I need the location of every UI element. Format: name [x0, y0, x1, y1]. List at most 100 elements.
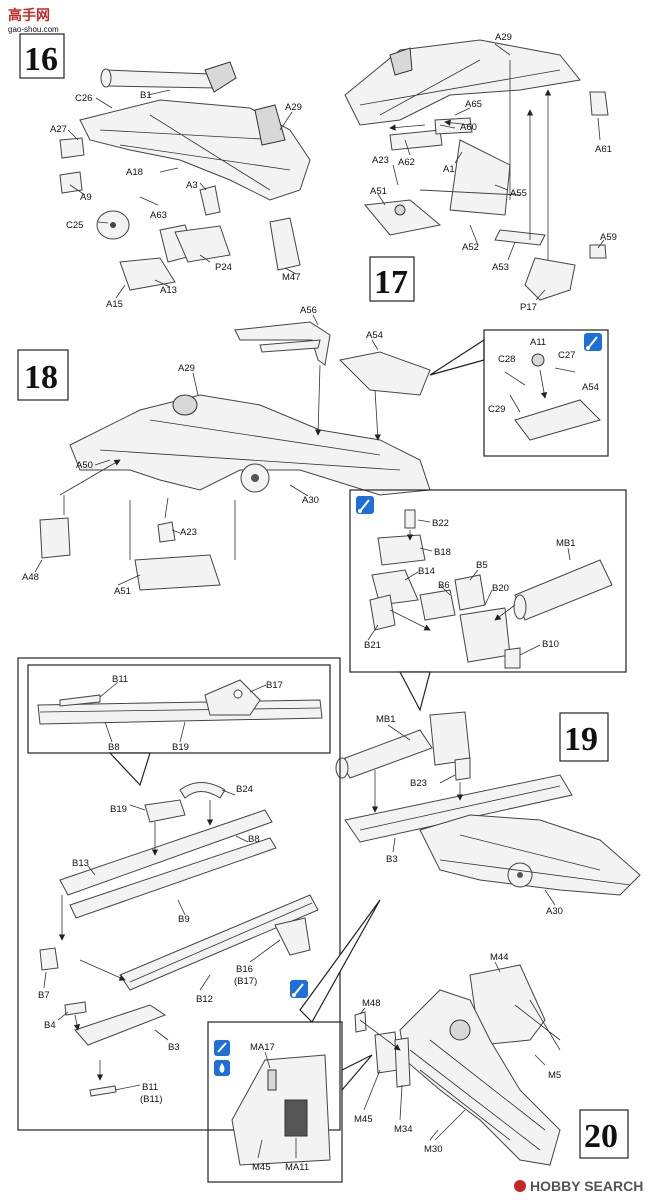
label-b3: B3 — [168, 1042, 180, 1053]
label-b17-alt: (B17) — [234, 976, 257, 987]
label-b8: B8 — [248, 834, 260, 845]
label-a30: A30 — [546, 906, 563, 917]
step-19-inset: B22 B18 B14 B5 MB1 B6 B20 B21 B10 — [349, 489, 627, 673]
label-a51: A51 — [370, 186, 387, 197]
inset-label-b19: B19 — [172, 742, 189, 753]
step-18-illustration: A56 A54 A29 A50 A23 A30 A48 A51 — [22, 305, 431, 597]
step-box-16: 16 — [19, 33, 65, 79]
paint-brush-icon — [290, 980, 308, 998]
step-20-inset: MA17 M45 MA11 — [207, 1021, 373, 1183]
inset-label-b18: B18 — [434, 547, 451, 558]
inset-label-b5: B5 — [476, 560, 488, 571]
label-a15: A15 — [106, 299, 123, 310]
label-a1: A1 — [443, 164, 455, 175]
label-a55: A55 — [510, 188, 527, 199]
label-a9: A9 — [80, 192, 92, 203]
paint-brush-icon — [356, 496, 374, 514]
inset-label-b11: B11 — [112, 674, 128, 685]
paint-brush-icon — [584, 333, 602, 351]
step-number: 18 — [24, 359, 58, 396]
label-a29: A29 — [285, 102, 302, 113]
label-m30: M30 — [424, 1144, 442, 1155]
step-number: 16 — [24, 41, 58, 78]
step-20-pointer — [299, 899, 381, 1023]
step-number: 19 — [564, 721, 598, 758]
inset-label-b10: B10 — [542, 639, 559, 650]
paint-drop-icon — [214, 1060, 230, 1076]
label-b3: B3 — [386, 854, 398, 865]
label-b19: B19 — [110, 804, 127, 815]
label-a52: A52 — [462, 242, 479, 253]
label-a23: A23 — [180, 527, 197, 538]
step-20-illustration: M44 M48 M5 M45 M34 M30 — [354, 952, 561, 1166]
label-b4: B4 — [44, 1020, 56, 1031]
label-b24: B24 — [236, 784, 253, 795]
label-a18: A18 — [126, 167, 143, 178]
inset-label-c27: C27 — [558, 350, 575, 361]
label-a59: A59 — [600, 232, 617, 243]
label-a13: A13 — [160, 285, 177, 296]
label-b16: B16 — [236, 964, 253, 975]
label-a30: A30 — [302, 495, 319, 506]
step-19-inset-pointer — [399, 671, 431, 712]
label-c26: C26 — [75, 93, 92, 104]
watermark-text: HOBBY SEARCH — [530, 1178, 643, 1194]
inset-label-b21: B21 — [364, 640, 381, 651]
watermark-url: gao-shou.com — [8, 25, 59, 34]
label-mb1: MB1 — [376, 714, 396, 725]
label-a56: A56 — [300, 305, 317, 316]
label-a53: A53 — [492, 262, 509, 273]
label-b9: B9 — [178, 914, 190, 925]
label-a27: A27 — [50, 124, 67, 135]
label-b11-alt: (B11) — [140, 1094, 163, 1105]
label-m48: M48 — [362, 998, 380, 1009]
paint-brush-icon — [214, 1040, 230, 1056]
label-b11: B11 — [142, 1082, 158, 1093]
inset-label-b14: B14 — [418, 566, 435, 577]
step-20-left-panel: B11 B17 B8 B19 B24 B19 B8 — [17, 657, 341, 1131]
watermark-brand: 高手网 — [8, 7, 50, 23]
step-box-19: 19 — [559, 712, 609, 762]
label-b7: B7 — [38, 990, 50, 1001]
label-a65: A65 — [465, 99, 482, 110]
inset-label-a54: A54 — [582, 382, 599, 393]
label-a29: A29 — [178, 363, 195, 374]
step-number: 17 — [374, 264, 408, 301]
step-number: 20 — [584, 1118, 618, 1155]
label-p17: P17 — [520, 302, 537, 313]
label-a51: A51 — [114, 586, 131, 597]
inset-label-mb1: MB1 — [556, 538, 576, 549]
label-a48: A48 — [22, 572, 39, 583]
label-m44: M44 — [490, 952, 508, 963]
watermark-logo: 高手网 gao-shou.com — [8, 7, 59, 34]
label-a29: A29 — [495, 32, 512, 43]
inset-label-ma11: MA11 — [285, 1162, 309, 1173]
inset-label-c29: C29 — [488, 404, 505, 415]
label-b13: B13 — [72, 858, 89, 869]
step-18-inset: A11 C28 C27 C29 A54 — [429, 329, 609, 457]
label-a61: A61 — [595, 144, 612, 155]
label-a50: A50 — [76, 460, 93, 471]
step-19-illustration: MB1 B23 B3 A30 — [335, 711, 641, 917]
step-17-illustration: A29 A65 A60 A62 A23 A1 A51 A55 A61 A52 A… — [344, 32, 617, 313]
label-m34: M34 — [394, 1124, 412, 1135]
step-box-17: 17 — [369, 256, 415, 302]
label-a54: A54 — [366, 330, 383, 341]
label-a3: A3 — [186, 180, 198, 191]
inset-label-b17: B17 — [266, 680, 283, 691]
inset-label-b20: B20 — [492, 583, 509, 594]
step-16-illustration: B1 C26 A27 A29 A18 A3 A9 A63 C25 P24 M47… — [50, 61, 311, 310]
inset-label-m45: M45 — [252, 1162, 270, 1173]
label-p24: P24 — [215, 262, 232, 273]
inset-label-a11: A11 — [530, 337, 546, 348]
label-a60: A60 — [460, 122, 477, 133]
inset-label-ma17: MA17 — [250, 1042, 275, 1053]
label-m47: M47 — [282, 272, 300, 283]
step-box-20: 20 — [579, 1109, 629, 1159]
label-a62: A62 — [398, 157, 415, 168]
inset-label-b22: B22 — [432, 518, 449, 529]
label-a63: A63 — [150, 210, 167, 221]
label-m5: M5 — [548, 1070, 561, 1081]
label-m45: M45 — [354, 1114, 372, 1125]
